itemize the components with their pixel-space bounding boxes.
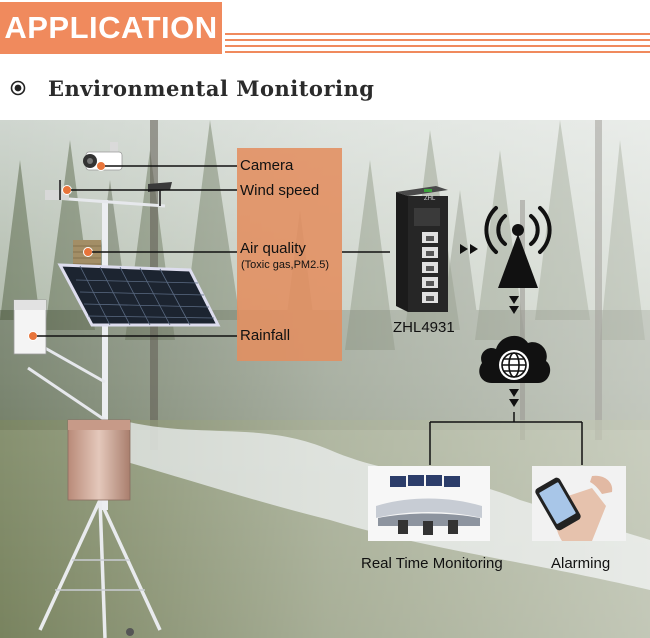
switch-brand-mark: ZHL xyxy=(424,196,435,202)
application-badge: APPLICATION xyxy=(0,2,222,54)
label-wind-speed: Wind speed xyxy=(240,182,319,199)
smartphone-alarm-image xyxy=(532,466,626,541)
header-stripe xyxy=(225,51,650,53)
header-banner: APPLICATION xyxy=(0,0,650,60)
section-heading: Environmental Monitoring xyxy=(10,74,374,102)
arrow-down-icon xyxy=(507,388,521,410)
wireless-tower-icon xyxy=(478,200,558,290)
label-air-quality-sub: (Toxic gas,PM2.5) xyxy=(241,259,329,271)
arrow-down-icon xyxy=(507,295,521,317)
header-stripe xyxy=(225,33,650,35)
industrial-switch-icon xyxy=(388,184,450,312)
monitoring-center-image xyxy=(368,466,490,541)
switch-model-label: ZHL4931 xyxy=(393,319,455,336)
target-bullet-icon xyxy=(10,80,26,96)
header-stripe xyxy=(225,39,650,41)
section-title: Environmental Monitoring xyxy=(48,76,374,101)
caption-alarming: Alarming xyxy=(551,555,610,572)
label-rainfall: Rainfall xyxy=(240,327,290,344)
label-air-quality: Air quality xyxy=(240,240,306,257)
cloud-network-icon xyxy=(474,327,554,387)
header-stripe xyxy=(225,45,650,47)
label-camera: Camera xyxy=(240,157,293,174)
caption-real-time-monitoring: Real Time Monitoring xyxy=(361,555,503,572)
monitoring-scene: Camera Wind speed Air quality (Toxic gas… xyxy=(0,120,650,638)
